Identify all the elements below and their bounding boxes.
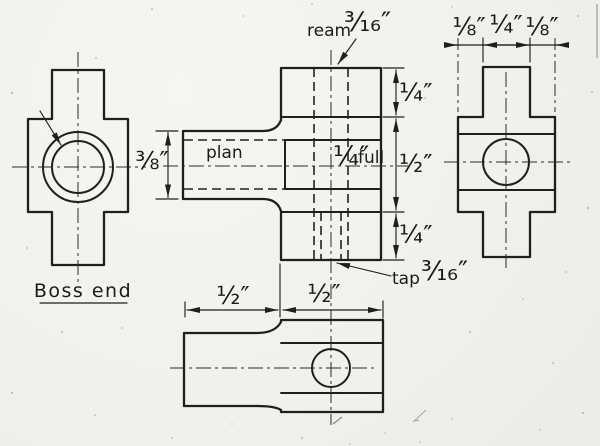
dim-bottom-arm: ¼″ xyxy=(399,220,433,249)
dim-top-arm: ¼″ xyxy=(399,78,433,107)
dim-left-flange: ⅛″ xyxy=(452,12,486,41)
boss-leader-line xyxy=(39,110,62,146)
plan-view: plan ¼″ full xyxy=(163,50,408,425)
end-view-outline xyxy=(456,65,557,259)
dim-shaft-length: ½″ xyxy=(216,281,250,310)
tap-leader-line xyxy=(336,262,392,277)
plan-outline xyxy=(181,66,383,262)
end-view-dimension-chain: ⅛″ ¼″ ⅛″ xyxy=(444,10,569,112)
scan-noise xyxy=(10,3,598,445)
dim-block-length: ½″ xyxy=(307,279,341,308)
front-view-dimension-chain: ½″ ½″ xyxy=(184,263,384,319)
ream-note: ream ³⁄₁₆″ xyxy=(307,7,391,65)
plan-label: plan xyxy=(206,143,243,163)
ream-note-word: ream xyxy=(307,21,351,41)
dim-shaft-width: ⅜″ xyxy=(135,146,169,175)
boss-end-view: Boss end xyxy=(12,52,146,304)
scale-note-word: full xyxy=(358,148,384,168)
dim-right-flange: ⅛″ xyxy=(525,12,559,41)
ream-note-fraction: ³⁄₁₆″ xyxy=(344,7,391,38)
dim-center-tab: ¼″ xyxy=(489,10,523,39)
pen-mark xyxy=(332,416,343,425)
tap-note: tap ³⁄₁₆″ xyxy=(336,256,468,289)
pen-mark xyxy=(412,409,427,423)
tap-note-word: tap xyxy=(392,269,420,289)
boss-end-caption: Boss end xyxy=(34,280,132,302)
tap-note-fraction: ³⁄₁₆″ xyxy=(421,256,468,287)
end-view xyxy=(444,65,571,268)
scale-note-fraction: ¼″ xyxy=(333,141,369,172)
front-view-outline xyxy=(182,318,385,414)
dim-middle: ½″ xyxy=(399,149,433,178)
ream-leader-line xyxy=(337,38,357,65)
plan-shaft-dimension: ⅜″ xyxy=(135,130,179,200)
front-view xyxy=(170,318,385,414)
plan-right-dimension-chain: ¼″ ½″ ¼″ xyxy=(382,67,433,261)
boss-end-outline xyxy=(26,68,130,267)
